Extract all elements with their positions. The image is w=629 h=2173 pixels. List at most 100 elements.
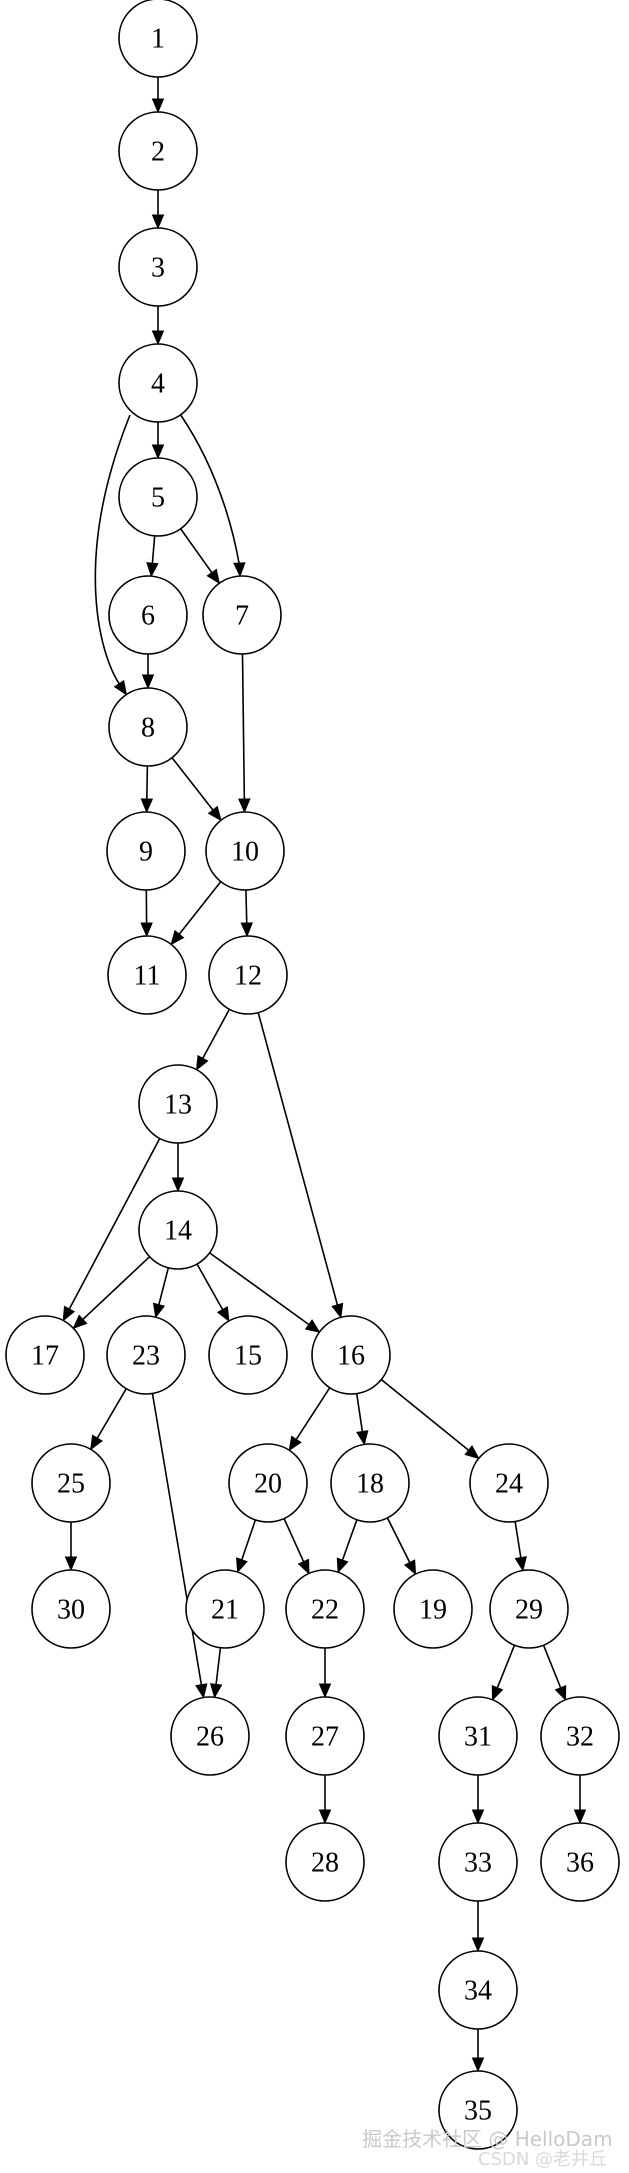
node-31-circle xyxy=(438,1696,518,1776)
edge-7-to-10 xyxy=(238,653,251,814)
node-28-circle xyxy=(285,1822,365,1902)
edge-4-to-5 xyxy=(151,422,165,460)
node-26-circle xyxy=(170,1696,250,1776)
node-27-circle xyxy=(285,1696,365,1776)
node-2-circle xyxy=(118,111,198,191)
node-29: 29 xyxy=(489,1569,569,1649)
node-28-label: 28 xyxy=(311,1848,339,1879)
node-34-circle xyxy=(438,1950,518,2030)
edge-14-to-16 xyxy=(209,1252,321,1333)
edge-25-to-30 xyxy=(64,1522,78,1572)
watermark-line-1: 掘金技术社区 @ HelloDam xyxy=(362,2127,613,2151)
edge-10-to-12 xyxy=(240,889,253,938)
edge-18-to-19 xyxy=(386,1517,417,1576)
edge-21-to-26 xyxy=(209,1647,223,1699)
edge-22-to-27 xyxy=(318,1648,332,1699)
node-21-circle xyxy=(185,1569,265,1649)
node-10-circle xyxy=(205,811,285,891)
edge-3-to-4 xyxy=(151,306,165,346)
edge-4-to-7 xyxy=(179,413,246,578)
node-20-circle xyxy=(228,1443,308,1523)
edge-16-to-20 xyxy=(288,1387,331,1452)
node-4: 4 xyxy=(118,343,198,423)
node-33-circle xyxy=(438,1822,518,1902)
node-10: 10 xyxy=(205,811,285,891)
node-17: 17 xyxy=(5,1315,85,1395)
node-24: 24 xyxy=(469,1443,549,1523)
node-29-label: 29 xyxy=(515,1595,543,1626)
node-28: 28 xyxy=(285,1822,365,1902)
node-1-label: 1 xyxy=(151,24,165,55)
edge-16-to-24 xyxy=(380,1378,480,1460)
node-36: 36 xyxy=(540,1822,620,1902)
node-31-label: 31 xyxy=(464,1722,492,1753)
node-21: 21 xyxy=(185,1569,265,1649)
edge-13-to-17 xyxy=(62,1138,161,1322)
node-10-label: 10 xyxy=(231,837,259,868)
edge-23-to-26 xyxy=(151,1393,208,1699)
node-16-label: 16 xyxy=(337,1341,365,1372)
node-13-label: 13 xyxy=(164,1090,192,1121)
node-11-circle xyxy=(107,935,187,1015)
edge-20-to-22 xyxy=(283,1518,310,1575)
watermark: 掘金技术社区 @ HelloDam CSDN @老井丘 xyxy=(362,2127,613,2170)
node-18-circle xyxy=(330,1443,410,1523)
node-22-label: 22 xyxy=(311,1595,339,1626)
node-13-circle xyxy=(138,1064,218,1144)
node-16: 16 xyxy=(311,1315,391,1395)
node-25-circle xyxy=(31,1443,111,1523)
edge-34-to-35 xyxy=(471,2029,485,2073)
node-14-label: 14 xyxy=(164,1216,192,1247)
edge-12-to-13 xyxy=(195,1008,231,1071)
edge-31-to-33 xyxy=(471,1775,485,1825)
node-12: 12 xyxy=(208,935,288,1015)
node-34: 34 xyxy=(438,1950,518,2030)
node-32-label: 32 xyxy=(566,1722,594,1753)
node-22: 22 xyxy=(285,1569,365,1649)
node-35-label: 35 xyxy=(464,2096,492,2127)
edge-14-to-23 xyxy=(152,1267,170,1319)
node-19-label: 19 xyxy=(419,1595,447,1626)
node-15-circle xyxy=(208,1315,288,1395)
node-23-label: 23 xyxy=(132,1341,160,1372)
node-7-circle xyxy=(202,575,282,655)
node-2: 2 xyxy=(118,111,198,191)
edge-20-to-21 xyxy=(236,1519,257,1574)
node-26-label: 26 xyxy=(196,1722,224,1753)
edge-27-to-28 xyxy=(318,1775,332,1825)
node-19: 19 xyxy=(393,1569,473,1649)
node-17-label: 17 xyxy=(31,1341,59,1372)
node-23-circle xyxy=(106,1315,186,1395)
edge-5-to-6 xyxy=(146,535,159,578)
node-4-label: 4 xyxy=(151,369,165,400)
node-2-label: 2 xyxy=(151,137,165,168)
node-31: 31 xyxy=(438,1696,518,1776)
node-22-circle xyxy=(285,1569,365,1649)
node-30-label: 30 xyxy=(57,1595,85,1626)
node-9-circle xyxy=(106,811,186,891)
node-36-circle xyxy=(540,1822,620,1902)
edge-14-to-17 xyxy=(72,1256,151,1330)
node-21-label: 21 xyxy=(211,1595,239,1626)
edge-1-to-2 xyxy=(151,77,165,114)
node-20-label: 20 xyxy=(254,1469,282,1500)
node-29-circle xyxy=(489,1569,569,1649)
node-5-circle xyxy=(118,457,198,537)
node-30: 30 xyxy=(31,1569,111,1649)
node-25: 25 xyxy=(31,1443,111,1523)
node-35-circle xyxy=(438,2070,518,2150)
node-20: 20 xyxy=(228,1443,308,1523)
node-25-label: 25 xyxy=(57,1469,85,1500)
node-33-label: 33 xyxy=(464,1848,492,1879)
node-32: 32 xyxy=(540,1696,620,1776)
edge-2-to-3 xyxy=(151,190,165,230)
graph-edges xyxy=(62,77,587,2073)
node-8: 8 xyxy=(108,687,188,767)
node-6-circle xyxy=(108,575,188,655)
node-7-label: 7 xyxy=(235,601,249,632)
node-11-label: 11 xyxy=(134,961,161,992)
edge-4-to-8 xyxy=(94,414,131,696)
node-32-circle xyxy=(540,1696,620,1776)
node-16-circle xyxy=(311,1315,391,1395)
